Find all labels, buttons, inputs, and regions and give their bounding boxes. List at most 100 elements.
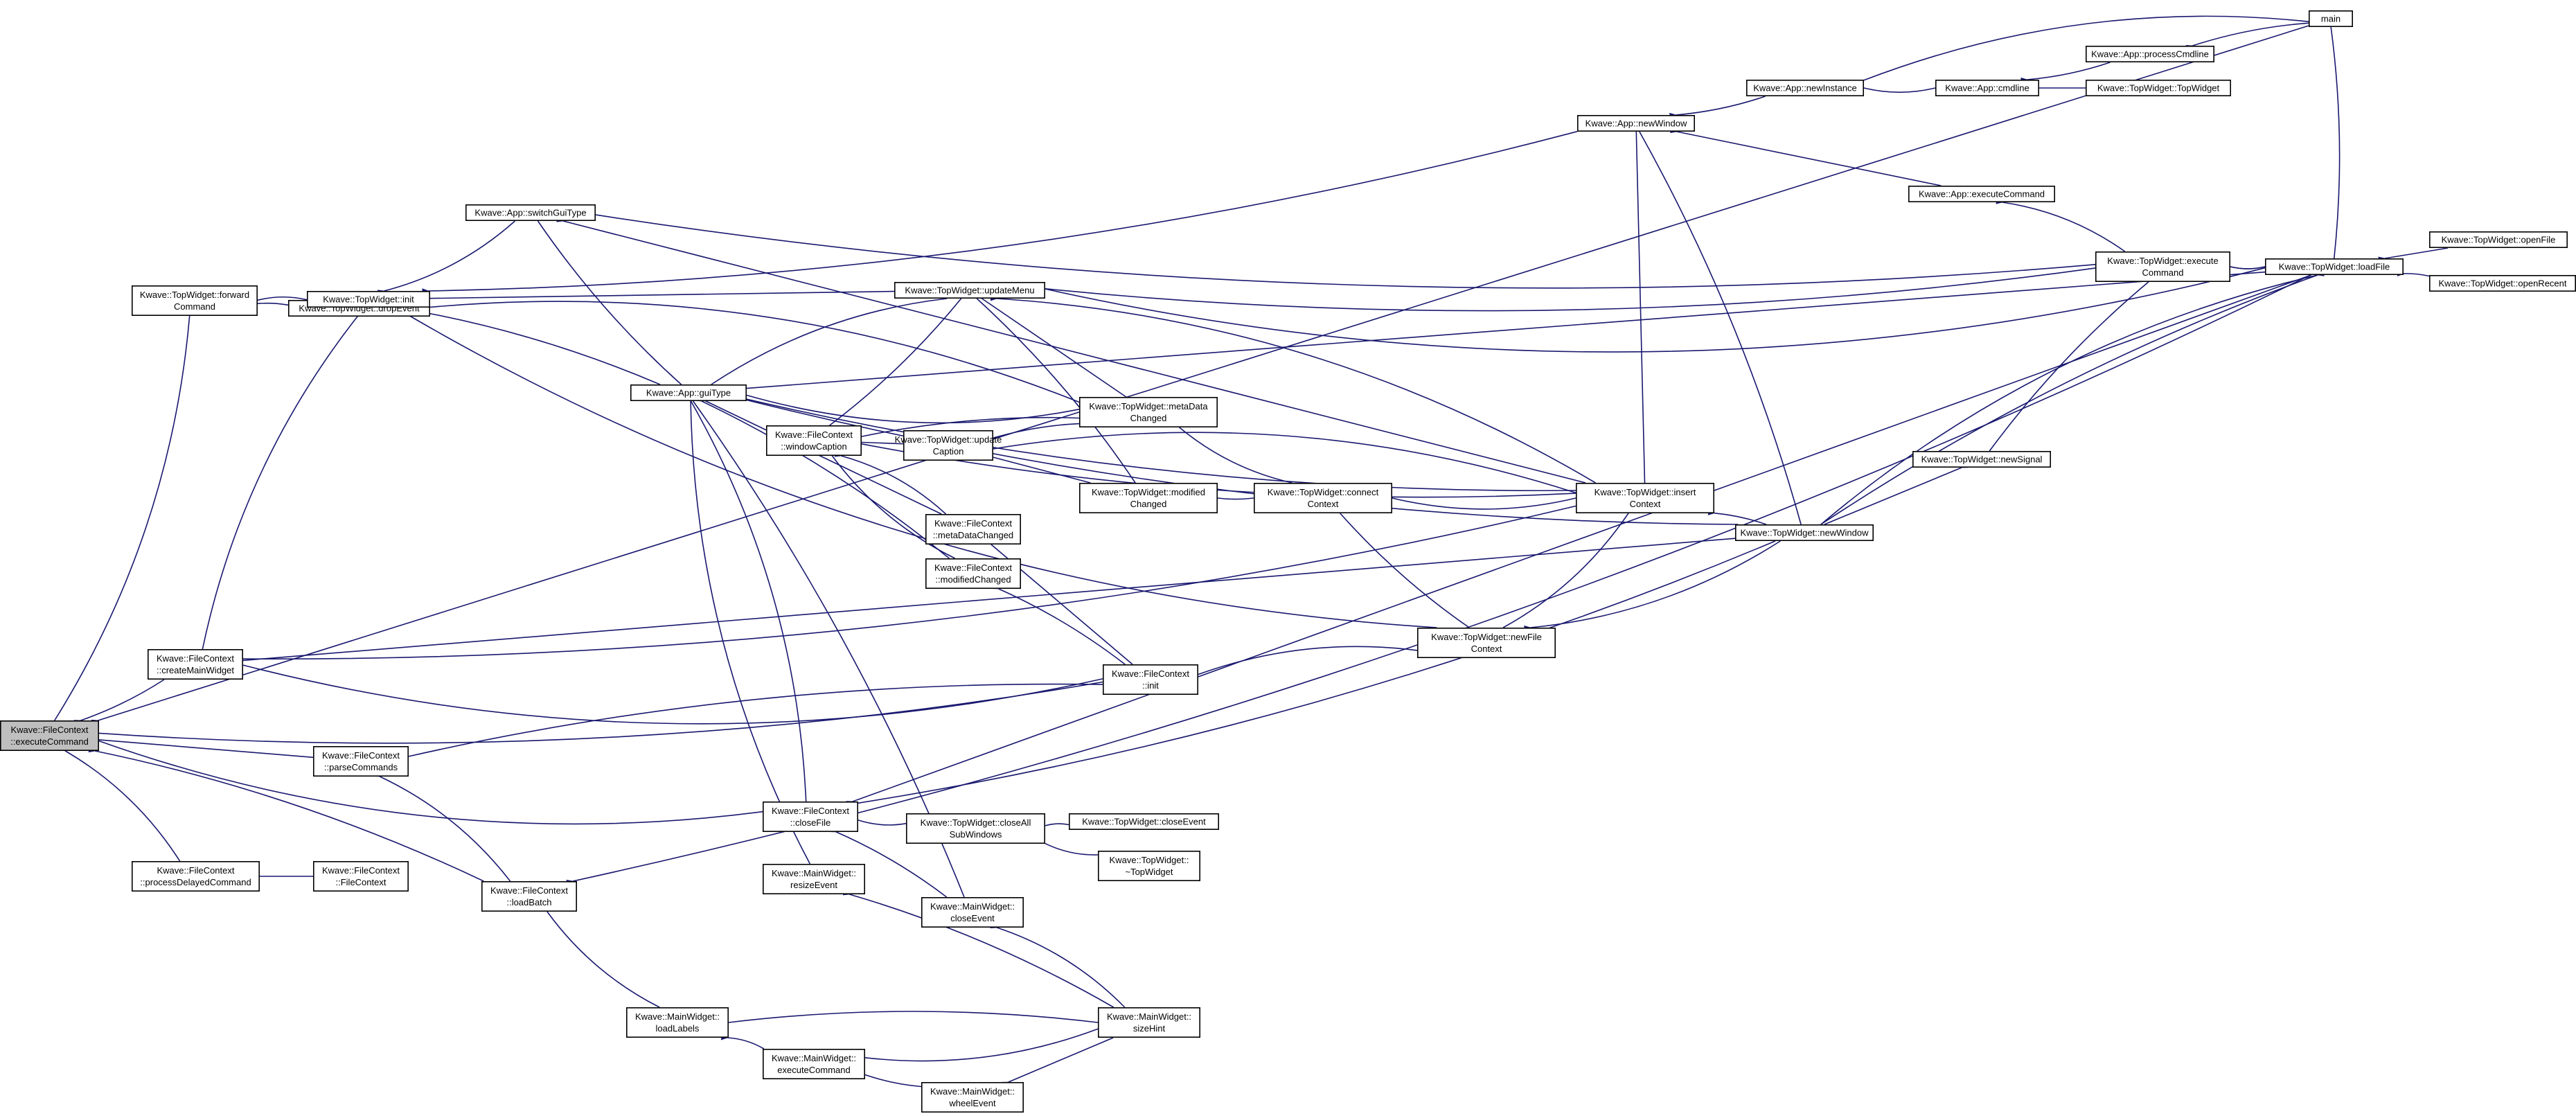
node-mwwheel[interactable]: Kwave::MainWidget::wheelEvent [921,1082,1024,1113]
node-label: Command [2142,267,2184,278]
node-parse[interactable]: Kwave::FileContext::parseCommands [312,746,409,777]
node-label: Command [174,301,215,312]
edge-newfilectx-to-fcinit [1191,646,1418,680]
node-mwsize[interactable]: Kwave::MainWidget::sizeHint [1098,1007,1201,1038]
node-box[interactable] [630,384,747,401]
node-twctor[interactable]: Kwave::TopWidget::TopWidget [2086,80,2232,97]
edge-openfile-to-loadfile [2378,247,2449,263]
node-box[interactable] [1576,482,1715,513]
node-appexec[interactable]: Kwave::App::executeCommand [1908,185,2056,202]
node-box[interactable] [481,881,577,912]
node-newinst[interactable]: Kwave::App::newInstance [1746,80,1865,97]
node-switch[interactable]: Kwave::App::switchGuiType [465,204,596,221]
node-box[interactable] [925,558,1022,589]
node-box[interactable] [1079,396,1218,427]
node-newsignal[interactable]: Kwave::TopWidget::newSignal [1912,450,2052,468]
edge-twnewwin-to-insert [1707,509,1767,525]
node-twinit[interactable]: Kwave::TopWidget::init [306,290,430,308]
node-updmenu[interactable]: Kwave::TopWidget::updateMenu [894,281,1046,299]
node-box[interactable] [925,513,1022,544]
node-twexec[interactable]: Kwave::TopWidget::executeCommand [2095,251,2231,282]
node-mwloadlabels[interactable]: Kwave::MainWidget::loadLabels [625,1007,729,1038]
node-box[interactable] [148,648,243,680]
node-box[interactable] [763,864,866,895]
node-box[interactable] [1735,524,1874,541]
node-fcinit[interactable]: Kwave::FileContext::init [1103,664,1199,695]
node-box[interactable] [763,1049,866,1080]
node-box[interactable] [1746,80,1865,97]
node-create[interactable]: Kwave::FileContext::createMainWidget [148,648,243,680]
node-fcctor[interactable]: Kwave::FileContext::FileContext [312,861,409,892]
node-exec[interactable]: Kwave::FileContext::executeCommand [0,720,99,752]
node-metachg[interactable]: Kwave::TopWidget::metaDataChanged [1079,396,1218,427]
node-appnewwin[interactable]: Kwave::App::newWindow [1577,115,1696,132]
edge-newfilectx-to-insert [1502,506,1635,628]
node-box[interactable] [306,290,430,308]
node-box[interactable] [1935,80,2040,97]
node-mwresize[interactable]: Kwave::MainWidget::resizeEvent [763,864,866,895]
node-box[interactable] [2086,46,2215,63]
node-box[interactable] [2429,231,2568,248]
node-box[interactable] [132,285,258,316]
node-box[interactable] [2429,274,2576,292]
node-modchg[interactable]: Kwave::TopWidget::modifiedChanged [1079,482,1218,513]
node-label: Kwave::TopWidget::openRecent [2439,278,2567,289]
node-box[interactable] [894,281,1046,299]
node-box[interactable] [903,429,994,461]
node-box[interactable] [1098,851,1201,882]
node-box[interactable] [312,746,409,777]
node-proccmd[interactable]: Kwave::App::processCmdline [2086,46,2215,63]
node-label: Context [1630,499,1661,509]
node-twclose[interactable]: Kwave::TopWidget::closeEvent [1069,813,1220,831]
node-box[interactable] [921,897,1024,928]
node-mwclose[interactable]: Kwave::MainWidget::closeEvent [921,897,1024,928]
node-box[interactable] [2265,258,2404,275]
node-box[interactable] [2086,80,2232,97]
node-box[interactable] [1912,450,2052,468]
edge-appexec-to-appnewwin [1670,127,1942,186]
node-box[interactable] [1098,1007,1201,1038]
node-box[interactable] [1577,115,1696,132]
node-box[interactable] [921,1082,1024,1113]
node-box[interactable] [1103,664,1199,695]
node-box[interactable] [1079,482,1218,513]
node-box[interactable] [132,861,260,892]
node-box[interactable] [1254,482,1393,513]
node-closefile[interactable]: Kwave::FileContext::closeFile [763,801,859,833]
node-box[interactable] [2095,251,2231,282]
node-box[interactable] [1908,185,2056,202]
node-box[interactable] [2309,10,2354,27]
node-box[interactable] [625,1007,729,1038]
edge-loadfile-to-twnewwin [1814,274,2318,531]
node-cmdline[interactable]: Kwave::App::cmdline [1935,80,2040,97]
node-openfile[interactable]: Kwave::TopWidget::openFile [2429,231,2568,248]
node-label: Kwave::MainWidget:: [930,1086,1015,1097]
node-gui[interactable]: Kwave::App::guiType [630,384,747,401]
node-box[interactable] [312,861,409,892]
node-box[interactable] [1069,813,1220,831]
node-loadbatch[interactable]: Kwave::FileContext::loadBatch [481,881,577,912]
node-procdelay[interactable]: Kwave::FileContext::processDelayedComman… [132,861,260,892]
node-fcmeta[interactable]: Kwave::FileContext::metaDataChanged [925,513,1022,544]
node-loadfile[interactable]: Kwave::TopWidget::loadFile [2265,258,2404,275]
node-twdtor[interactable]: Kwave::TopWidget::~TopWidget [1098,851,1201,882]
node-box[interactable] [0,720,99,752]
node-fcmod[interactable]: Kwave::FileContext::modifiedChanged [925,558,1022,589]
node-main[interactable]: main [2309,10,2354,27]
node-wincap[interactable]: Kwave::FileContext::windowCaption [766,425,862,456]
edge-switch-to-gui [537,220,688,391]
node-openrecent[interactable]: Kwave::TopWidget::openRecent [2429,274,2576,292]
node-box[interactable] [1417,627,1556,658]
node-box[interactable] [763,801,859,833]
node-box[interactable] [465,204,596,221]
node-mwexec[interactable]: Kwave::MainWidget::executeCommand [763,1049,866,1080]
node-twnewwin[interactable]: Kwave::TopWidget::newWindow [1735,524,1874,541]
node-box[interactable] [906,813,1046,844]
node-box[interactable] [766,425,862,456]
